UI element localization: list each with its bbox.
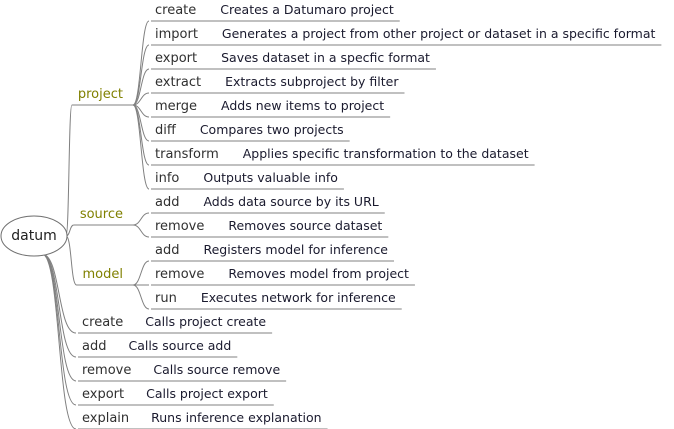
leaf-description-source-add[interactable]: Adds data source by its URL	[203, 194, 379, 210]
leaf-label-project-info[interactable]: info	[155, 170, 180, 186]
direct-description-export[interactable]: Calls project export	[146, 386, 268, 402]
direct-label-explain[interactable]: explain	[82, 410, 130, 426]
leaf-description-project-import[interactable]: Generates a project from other project o…	[221, 26, 656, 42]
leaf-description-project-export[interactable]: Saves dataset in a specfic format	[221, 50, 430, 66]
direct-label-add[interactable]: add	[82, 338, 107, 354]
edge-root-model	[65, 235, 78, 286]
leaf-label-source-add[interactable]: add	[155, 194, 180, 210]
direct-description-explain[interactable]: Runs inference explanation	[151, 410, 322, 426]
edge-source-add	[132, 212, 150, 226]
edge-root-direct-explain	[41, 253, 77, 429]
leaf-description-model-run[interactable]: Executes network for inference	[200, 290, 396, 306]
edge-model-add	[132, 260, 150, 286]
edge-model-run	[132, 284, 150, 310]
leaf-label-source-remove[interactable]: remove	[155, 218, 205, 234]
leaf-label-model-run[interactable]: run	[155, 290, 177, 306]
edge-project-create	[132, 20, 150, 106]
leaf-label-project-transform[interactable]: transform	[155, 146, 219, 162]
edge-root-direct-export	[41, 253, 77, 406]
direct-label-remove[interactable]: remove	[82, 362, 132, 378]
leaf-description-model-add[interactable]: Registers model for inference	[203, 242, 389, 258]
root-node-label[interactable]: datum	[11, 227, 57, 244]
branch-label-model[interactable]: model	[82, 266, 123, 282]
edge-project-export	[132, 68, 150, 106]
direct-description-add[interactable]: Calls source add	[128, 338, 232, 354]
direct-description-create[interactable]: Calls project create	[145, 314, 267, 330]
edge-source-remove	[132, 224, 150, 238]
edge-project-info	[132, 104, 150, 190]
leaf-description-project-merge[interactable]: Adds new items to project	[221, 98, 385, 114]
leaf-label-project-merge[interactable]: merge	[155, 98, 198, 114]
direct-label-create[interactable]: create	[82, 314, 124, 330]
leaf-label-project-import[interactable]: import	[155, 26, 198, 42]
leaf-description-source-remove[interactable]: Removes source dataset	[228, 218, 383, 234]
direct-label-export[interactable]: export	[82, 386, 125, 402]
leaf-description-project-create[interactable]: Creates a Datumaro project	[220, 2, 394, 18]
leaf-description-project-diff[interactable]: Compares two projects	[199, 122, 344, 138]
leaf-description-model-remove[interactable]: Removes model from project	[228, 266, 409, 282]
leaf-description-project-extract[interactable]: Extracts subproject by filter	[225, 74, 399, 90]
branch-label-source[interactable]: source	[79, 206, 123, 222]
branch-label-project[interactable]: project	[77, 86, 123, 102]
leaf-label-project-extract[interactable]: extract	[155, 74, 202, 90]
root-node-ellipse[interactable]	[0, 215, 68, 257]
leaf-description-project-info[interactable]: Outputs valuable info	[203, 170, 338, 186]
leaf-label-project-export[interactable]: export	[155, 50, 198, 66]
edge-project-extract	[132, 92, 150, 106]
edge-root-direct-remove	[41, 253, 77, 382]
leaf-label-project-create[interactable]: create	[155, 2, 197, 18]
leaf-label-model-remove[interactable]: remove	[155, 266, 205, 282]
leaf-description-project-transform[interactable]: Applies specific transformation to the d…	[242, 146, 529, 162]
leaf-label-model-add[interactable]: add	[155, 242, 180, 258]
leaf-label-project-diff[interactable]: diff	[155, 122, 176, 138]
edge-project-import	[132, 44, 150, 106]
direct-description-remove[interactable]: Calls source remove	[153, 362, 281, 378]
edge-project-transform	[132, 104, 150, 166]
edge-root-project	[65, 104, 73, 237]
